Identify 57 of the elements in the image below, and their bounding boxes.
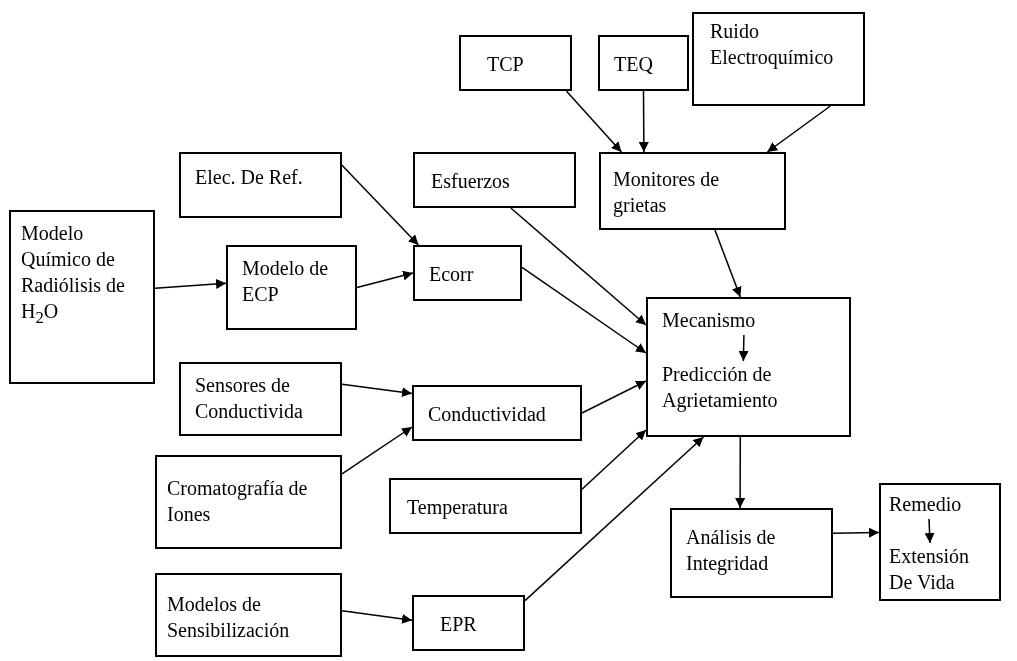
- arrow: [510, 207, 647, 326]
- box-label: Conductividad: [428, 402, 547, 427]
- process-box: [413, 152, 576, 208]
- box-label: TCP: [487, 52, 525, 77]
- arrow: [565, 90, 623, 153]
- arrow: [832, 527, 880, 538]
- box-label: Modelo de ECP: [242, 256, 330, 307]
- process-box: [598, 35, 689, 91]
- process-box: [179, 152, 342, 218]
- process-box: [692, 12, 865, 106]
- arrow: [341, 164, 420, 246]
- box-label: Esfuerzos: [431, 169, 511, 194]
- arrow: [341, 383, 413, 398]
- process-box: [599, 152, 786, 230]
- box-label: Ruido Electroquímico: [710, 19, 835, 70]
- process-box: [155, 573, 342, 657]
- step-label: Remedio: [889, 491, 969, 519]
- group-box: [879, 483, 1001, 601]
- process-box: [413, 245, 522, 301]
- arrow: [924, 518, 935, 544]
- box-label: Elec. De Ref.: [195, 165, 304, 190]
- box-label: Monitores de grietas: [613, 167, 721, 218]
- step-label: Mecanismo: [662, 307, 792, 335]
- process-box: [179, 362, 342, 436]
- process-box: [9, 210, 155, 384]
- box-label: Análisis de Integridad: [686, 525, 777, 576]
- step-label: Predicción de Agrietamiento: [662, 361, 847, 421]
- arrow: [356, 270, 414, 289]
- box-label: Sensores de Conductivida: [195, 373, 304, 424]
- box-label: Modelo Químico de Radiólisis de H$_{2}$O: [21, 221, 126, 329]
- arrow: [154, 278, 227, 290]
- arrow: [738, 334, 749, 362]
- box-label: Cromatografía de Iones: [167, 476, 309, 527]
- arrow: [766, 105, 832, 153]
- box-label: Modelos de Sensibilización: [167, 592, 291, 643]
- process-box: [459, 35, 572, 91]
- process-box: [412, 595, 525, 651]
- arrow: [638, 90, 649, 153]
- box-label: Ecorr: [429, 262, 475, 287]
- arrow: [521, 266, 647, 354]
- arrow: [581, 429, 647, 490]
- box-label: EPR: [440, 612, 478, 637]
- process-box: [155, 455, 342, 549]
- arrow: [581, 380, 647, 414]
- arrow: [341, 610, 413, 624]
- process-box: [389, 478, 582, 534]
- step-label: Extensión De Vida: [889, 543, 989, 599]
- arrow: [341, 426, 413, 475]
- process-box: [226, 245, 357, 330]
- group-box: [646, 297, 851, 437]
- arrow: [524, 436, 705, 602]
- box-label: Temperatura: [407, 495, 509, 520]
- arrow: [714, 229, 742, 298]
- arrow: [735, 436, 746, 509]
- process-box: [670, 508, 833, 598]
- box-label: TEQ: [614, 52, 654, 77]
- process-box: [412, 385, 582, 441]
